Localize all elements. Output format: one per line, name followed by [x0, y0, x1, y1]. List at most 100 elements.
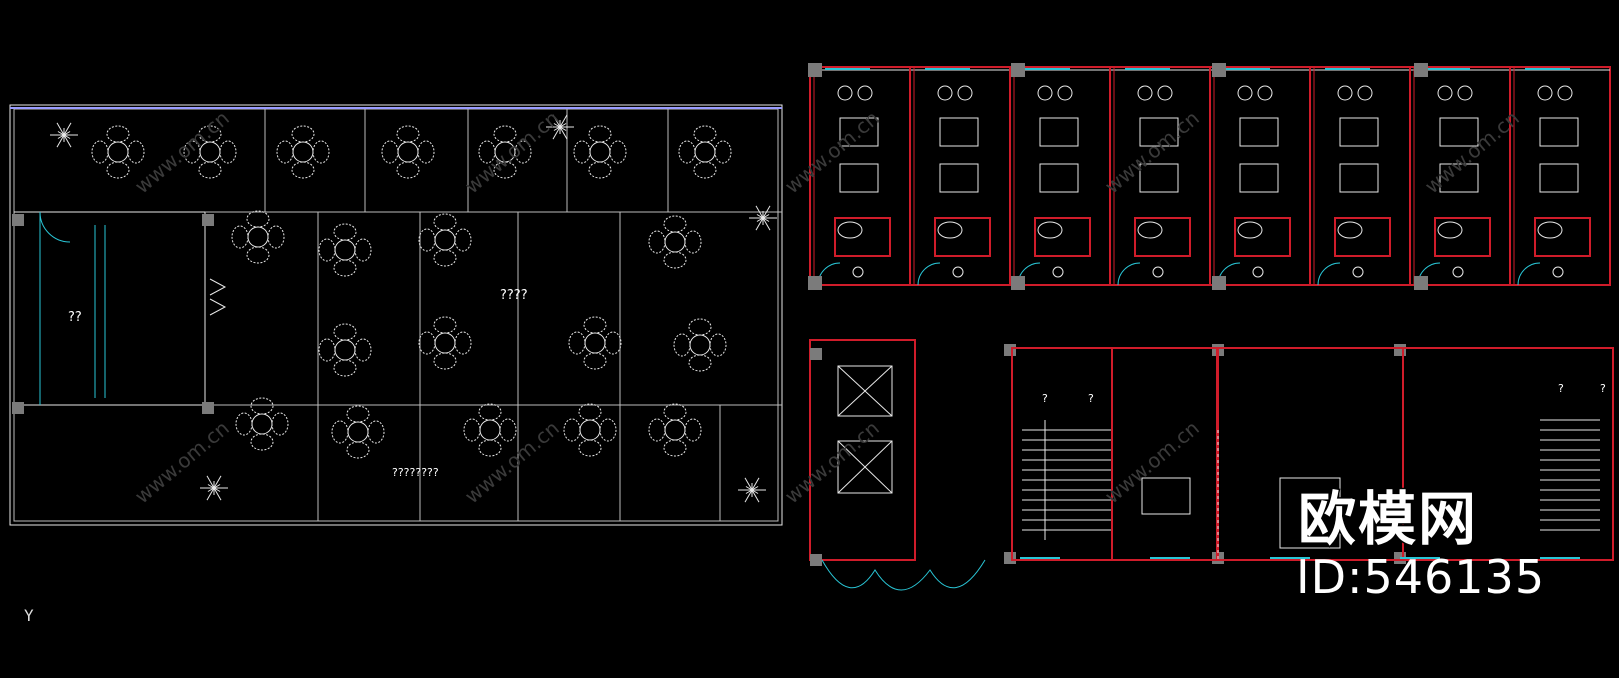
- chair-3: [418, 331, 436, 355]
- table-top: [247, 226, 269, 248]
- elevator-core: [809, 339, 916, 561]
- chair-b-1: [957, 85, 973, 101]
- bathroom-4: [1234, 217, 1291, 257]
- chair-2: [663, 439, 687, 457]
- chair-a-7: [1537, 85, 1553, 101]
- chair-3: [183, 140, 201, 164]
- leaf: [559, 123, 567, 128]
- entrance-bay: [821, 559, 986, 591]
- bathroom-3: [1134, 217, 1191, 257]
- chair-a-2: [1037, 85, 1053, 101]
- leaf: [207, 487, 215, 492]
- table-top: [579, 419, 601, 441]
- dining-table-14: [673, 318, 727, 372]
- chair-1: [514, 140, 532, 164]
- chair-0: [106, 125, 130, 143]
- double-door: [209, 278, 227, 316]
- column-lower-2: [1004, 344, 1016, 356]
- leaf: [213, 487, 222, 501]
- chair-2: [198, 161, 222, 179]
- bed-top-6: [1439, 117, 1479, 147]
- room-column-top-0: [808, 63, 822, 77]
- leaf: [57, 134, 65, 139]
- leaf: [206, 487, 215, 501]
- chair-0: [291, 125, 315, 143]
- bed-bottom-5: [1339, 163, 1379, 193]
- table-top: [334, 239, 356, 261]
- chair-1: [267, 225, 285, 249]
- chair-2: [246, 246, 270, 264]
- chair-1: [684, 418, 702, 442]
- dining-table-8: [318, 223, 372, 277]
- dining-table-10: [648, 215, 702, 269]
- bed-bottom-0: [839, 163, 879, 193]
- leaf: [744, 489, 753, 503]
- chair-b-5: [1357, 85, 1373, 101]
- watermark-brand: 欧模网: [1296, 484, 1479, 555]
- bed-top-2: [1039, 117, 1079, 147]
- chair-1: [127, 140, 145, 164]
- chair-0: [246, 210, 270, 228]
- chair-1: [454, 331, 472, 355]
- chair-b-7: [1557, 85, 1573, 101]
- chair-3: [648, 418, 666, 442]
- leaf: [559, 114, 568, 128]
- sink-0: [852, 266, 864, 278]
- bed-bottom-3: [1139, 163, 1179, 193]
- chair-2: [433, 249, 457, 267]
- chair-3: [91, 140, 109, 164]
- chair-0: [433, 213, 457, 231]
- guest-room-wing: [808, 63, 1611, 290]
- column-left-1: [12, 402, 24, 414]
- leaf: [559, 126, 568, 140]
- chair-3: [648, 230, 666, 254]
- watermark-id: ID:546135: [1296, 550, 1546, 604]
- leaf: [762, 217, 771, 231]
- chair-2: [106, 161, 130, 179]
- chair-0: [663, 215, 687, 233]
- table-top: [434, 229, 456, 251]
- chair-2: [688, 354, 712, 372]
- chair-3: [673, 333, 691, 357]
- chair-a-6: [1437, 85, 1453, 101]
- elevator-2: [837, 440, 893, 494]
- chair-1: [714, 140, 732, 164]
- leaf: [751, 489, 760, 503]
- dining-table-1: [183, 125, 237, 179]
- dining-table-6: [678, 125, 732, 179]
- stair-room-a: [1011, 347, 1218, 561]
- bathroom-2: [1034, 217, 1091, 257]
- table-top: [694, 141, 716, 163]
- dining-table-11: [318, 323, 372, 377]
- room-door-3: [1117, 262, 1141, 286]
- chair-0: [493, 125, 517, 143]
- elevator-2-x2: [837, 440, 893, 494]
- chair-1: [499, 418, 517, 442]
- leaf: [56, 122, 65, 136]
- leaf: [751, 477, 760, 491]
- bed-top-1: [939, 117, 979, 147]
- leaf: [751, 489, 759, 494]
- chair-1: [454, 228, 472, 252]
- chair-b-0: [857, 85, 873, 101]
- leaf: [762, 217, 770, 222]
- leaf: [552, 114, 561, 128]
- dining-table-19: [648, 403, 702, 457]
- table-top: [251, 413, 273, 435]
- dining-table-4: [478, 125, 532, 179]
- leaf: [553, 126, 561, 131]
- leaf: [63, 134, 71, 139]
- table-top: [107, 141, 129, 163]
- dining-table-12: [418, 316, 472, 370]
- column-lower-0: [810, 348, 822, 360]
- chair-1: [219, 140, 237, 164]
- chair-2: [396, 161, 420, 179]
- chair-2: [333, 359, 357, 377]
- label-stair-a-2: ?: [1088, 392, 1094, 405]
- leaf: [755, 205, 764, 219]
- ucs-icon: Y: [24, 606, 34, 625]
- bed-bottom-6: [1439, 163, 1479, 193]
- dining-table-15: [235, 397, 289, 451]
- chair-1: [354, 338, 372, 362]
